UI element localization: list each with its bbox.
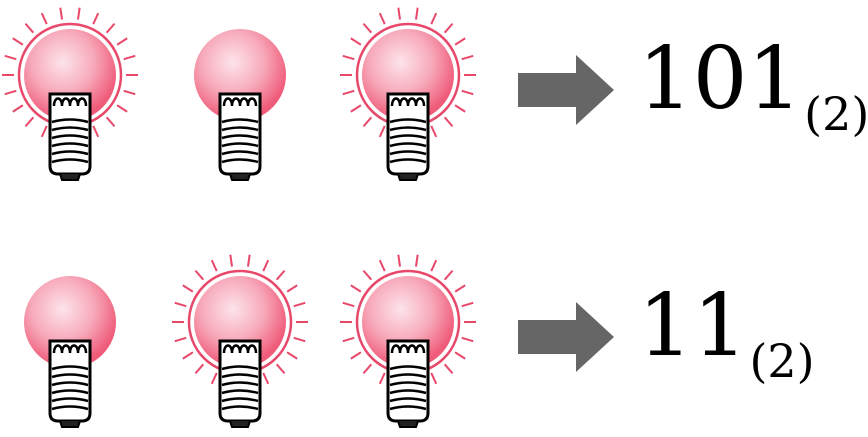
bulb-glass	[362, 29, 454, 121]
filament	[222, 97, 258, 107]
bulb-glass	[194, 29, 286, 121]
bulb-glass	[194, 276, 286, 368]
right-arrow-icon	[518, 302, 614, 372]
bulb-1	[24, 276, 116, 428]
binary-value: 101(2)	[638, 36, 868, 137]
bulb-2	[172, 254, 308, 428]
binary-digits: 11	[638, 276, 748, 376]
bulb-3	[340, 254, 476, 428]
bulb-glass	[362, 276, 454, 368]
filament	[52, 344, 88, 354]
base-subscript: (2)	[804, 87, 868, 141]
filament	[390, 97, 426, 107]
bulb-base	[218, 92, 262, 181]
right-arrow-icon	[518, 55, 614, 125]
glow-rays	[340, 254, 476, 390]
binary-digits: 101	[638, 29, 803, 129]
base-subscript: (2)	[749, 334, 815, 388]
bulb-base	[48, 339, 92, 428]
bulb-base	[218, 339, 262, 428]
bulb-base	[48, 92, 92, 181]
glow-rays	[340, 7, 476, 143]
row-101: 101(2)	[0, 0, 868, 190]
binary-value: 11(2)	[638, 283, 815, 384]
filament	[52, 97, 88, 107]
bulb-2	[194, 29, 286, 181]
bulb-3	[340, 7, 476, 181]
bulb-1	[2, 7, 138, 181]
bulb-glass	[24, 276, 116, 368]
bulb-base	[386, 92, 430, 181]
filament	[222, 344, 258, 354]
row-11: 11(2)	[0, 247, 868, 437]
filament	[390, 344, 426, 354]
bulb-base	[386, 339, 430, 428]
bulb-glass	[24, 29, 116, 121]
